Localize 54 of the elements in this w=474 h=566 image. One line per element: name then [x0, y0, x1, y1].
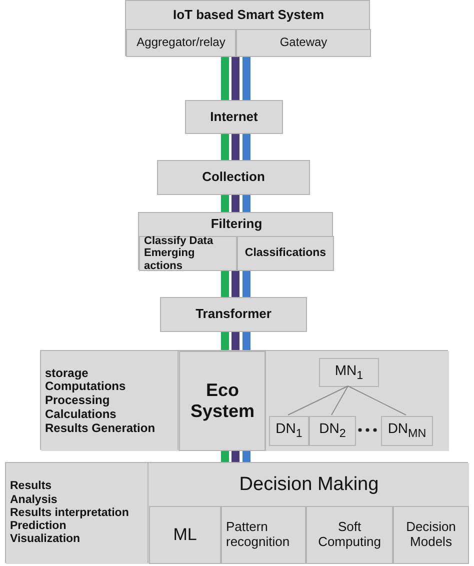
node-label: Aggregator/relay: [136, 36, 226, 50]
node-label: Prediction: [10, 520, 66, 534]
node-label: Transformer: [196, 307, 272, 322]
stage-box: [157, 160, 310, 195]
node-label: Results Generation: [45, 422, 156, 436]
node-label: Calculations: [45, 408, 116, 422]
node-label: DN$_{MN}$: [388, 420, 426, 442]
node-label: Computations: [45, 380, 126, 394]
node-label: Collection: [202, 170, 265, 185]
node-label: Eco System: [189, 380, 256, 422]
node-label: Soft Computing: [317, 520, 382, 550]
node-label: ML: [173, 525, 197, 545]
connector-line: [348, 386, 406, 416]
node-label: Filtering: [210, 217, 262, 232]
component-cell: [236, 29, 371, 57]
method-cell: [149, 506, 221, 564]
node-label: DN$_{2}$: [319, 420, 346, 442]
node-label: Internet: [210, 110, 258, 124]
data-node-box: [309, 416, 356, 446]
method-cell: [306, 506, 393, 564]
stage-box: [185, 100, 283, 134]
master-node-box: [319, 358, 379, 387]
node-label: storage: [45, 366, 88, 380]
node-label: DN$_{1}$: [276, 420, 302, 442]
node-label: MN$_{1}$: [334, 362, 364, 384]
decision-cell: [149, 463, 469, 564]
data-node-box: [381, 416, 433, 446]
platform-cell: [179, 351, 266, 451]
method-cell: [221, 506, 306, 564]
component-cell: [126, 29, 236, 57]
node-label: Classify Data Emerging actions: [144, 234, 214, 272]
method-cell: [393, 506, 469, 564]
process-cell: [139, 236, 237, 271]
node-label: Analysis: [10, 494, 58, 507]
platform-panel: [40, 350, 448, 450]
node-label: Results interpretation: [10, 506, 129, 520]
node-label: Processing: [45, 394, 110, 408]
node-label: Gateway: [280, 36, 328, 50]
process-cell: [237, 236, 334, 271]
stage-box: [160, 297, 307, 332]
node-label: Decision Making: [239, 474, 379, 496]
node-label: Visualization: [10, 533, 80, 547]
decision-table: [5, 462, 468, 563]
data-node-box: [269, 416, 309, 446]
node-label: IoT based Smart System: [173, 8, 324, 22]
stage-box: [138, 212, 333, 270]
connector-line: [331, 386, 348, 416]
node-label: Results: [10, 480, 52, 494]
system-box: [125, 0, 370, 56]
node-label: Classifications: [244, 246, 326, 260]
connector-line: [288, 386, 348, 416]
node-label: Pattern recognition: [226, 520, 291, 550]
cluster-cell: [266, 351, 449, 451]
node-label: Decision Models: [405, 520, 457, 550]
